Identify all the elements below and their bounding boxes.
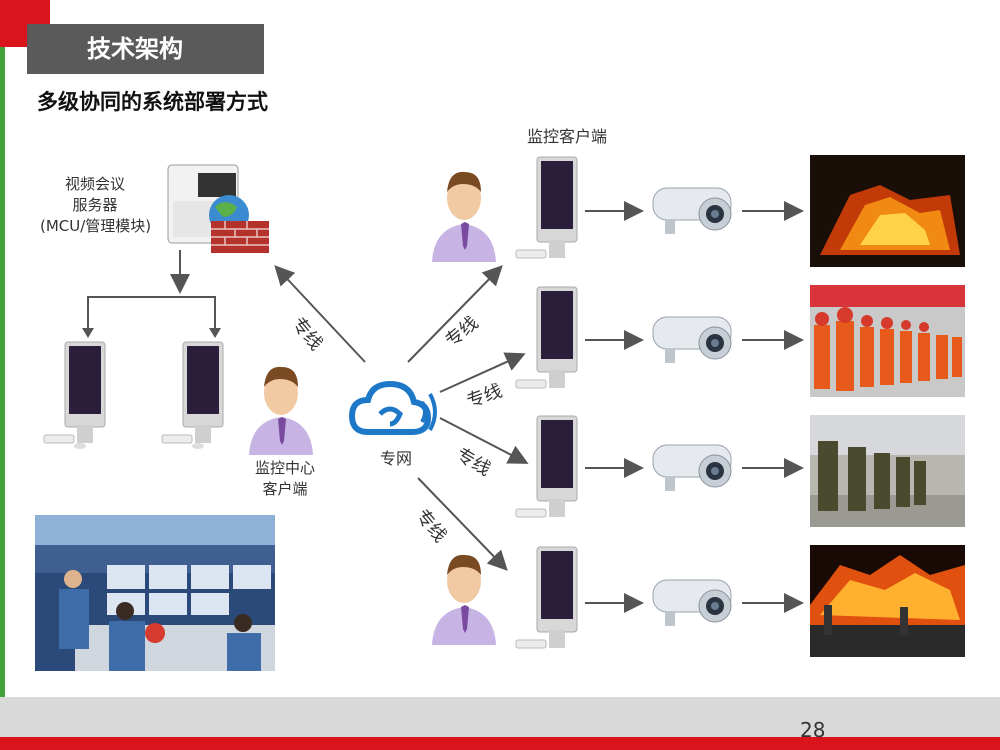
center-client-label: 监控中心 客户端	[254, 459, 315, 498]
camera-icon	[652, 444, 732, 491]
person-icon	[249, 366, 313, 455]
fire-building-photo	[810, 155, 965, 267]
computer-icon	[43, 341, 106, 449]
computer-icon	[515, 156, 578, 259]
page-number: 28	[800, 718, 826, 742]
slide-title: 技术架构	[27, 24, 264, 74]
computer-icon	[515, 546, 578, 649]
server-label: 视频会议 服务器 (MCU/管理模块)	[40, 175, 152, 235]
network-label: 专网	[379, 449, 412, 468]
server-icon	[167, 164, 269, 253]
control-room-photo	[35, 515, 275, 671]
footer-red-stripe	[0, 737, 1000, 750]
camera-icon	[652, 187, 732, 234]
soldiers-photo	[810, 415, 965, 527]
network-cloud-icon	[348, 380, 437, 435]
camera-icon	[652, 316, 732, 363]
person-icon	[432, 554, 496, 645]
slide-subtitle: 多级协同的系统部署方式	[37, 90, 268, 114]
person-icon	[432, 171, 496, 262]
camera-icon	[652, 579, 732, 626]
computer-icon	[161, 341, 224, 449]
fire-scene-photo	[810, 545, 965, 657]
left-green-bar	[0, 47, 5, 697]
footer-band	[0, 697, 1000, 737]
computer-icon	[515, 286, 578, 389]
firefighters-photo	[810, 285, 965, 397]
computer-icon	[515, 415, 578, 518]
monitor-client-label: 监控客户端	[526, 127, 607, 146]
